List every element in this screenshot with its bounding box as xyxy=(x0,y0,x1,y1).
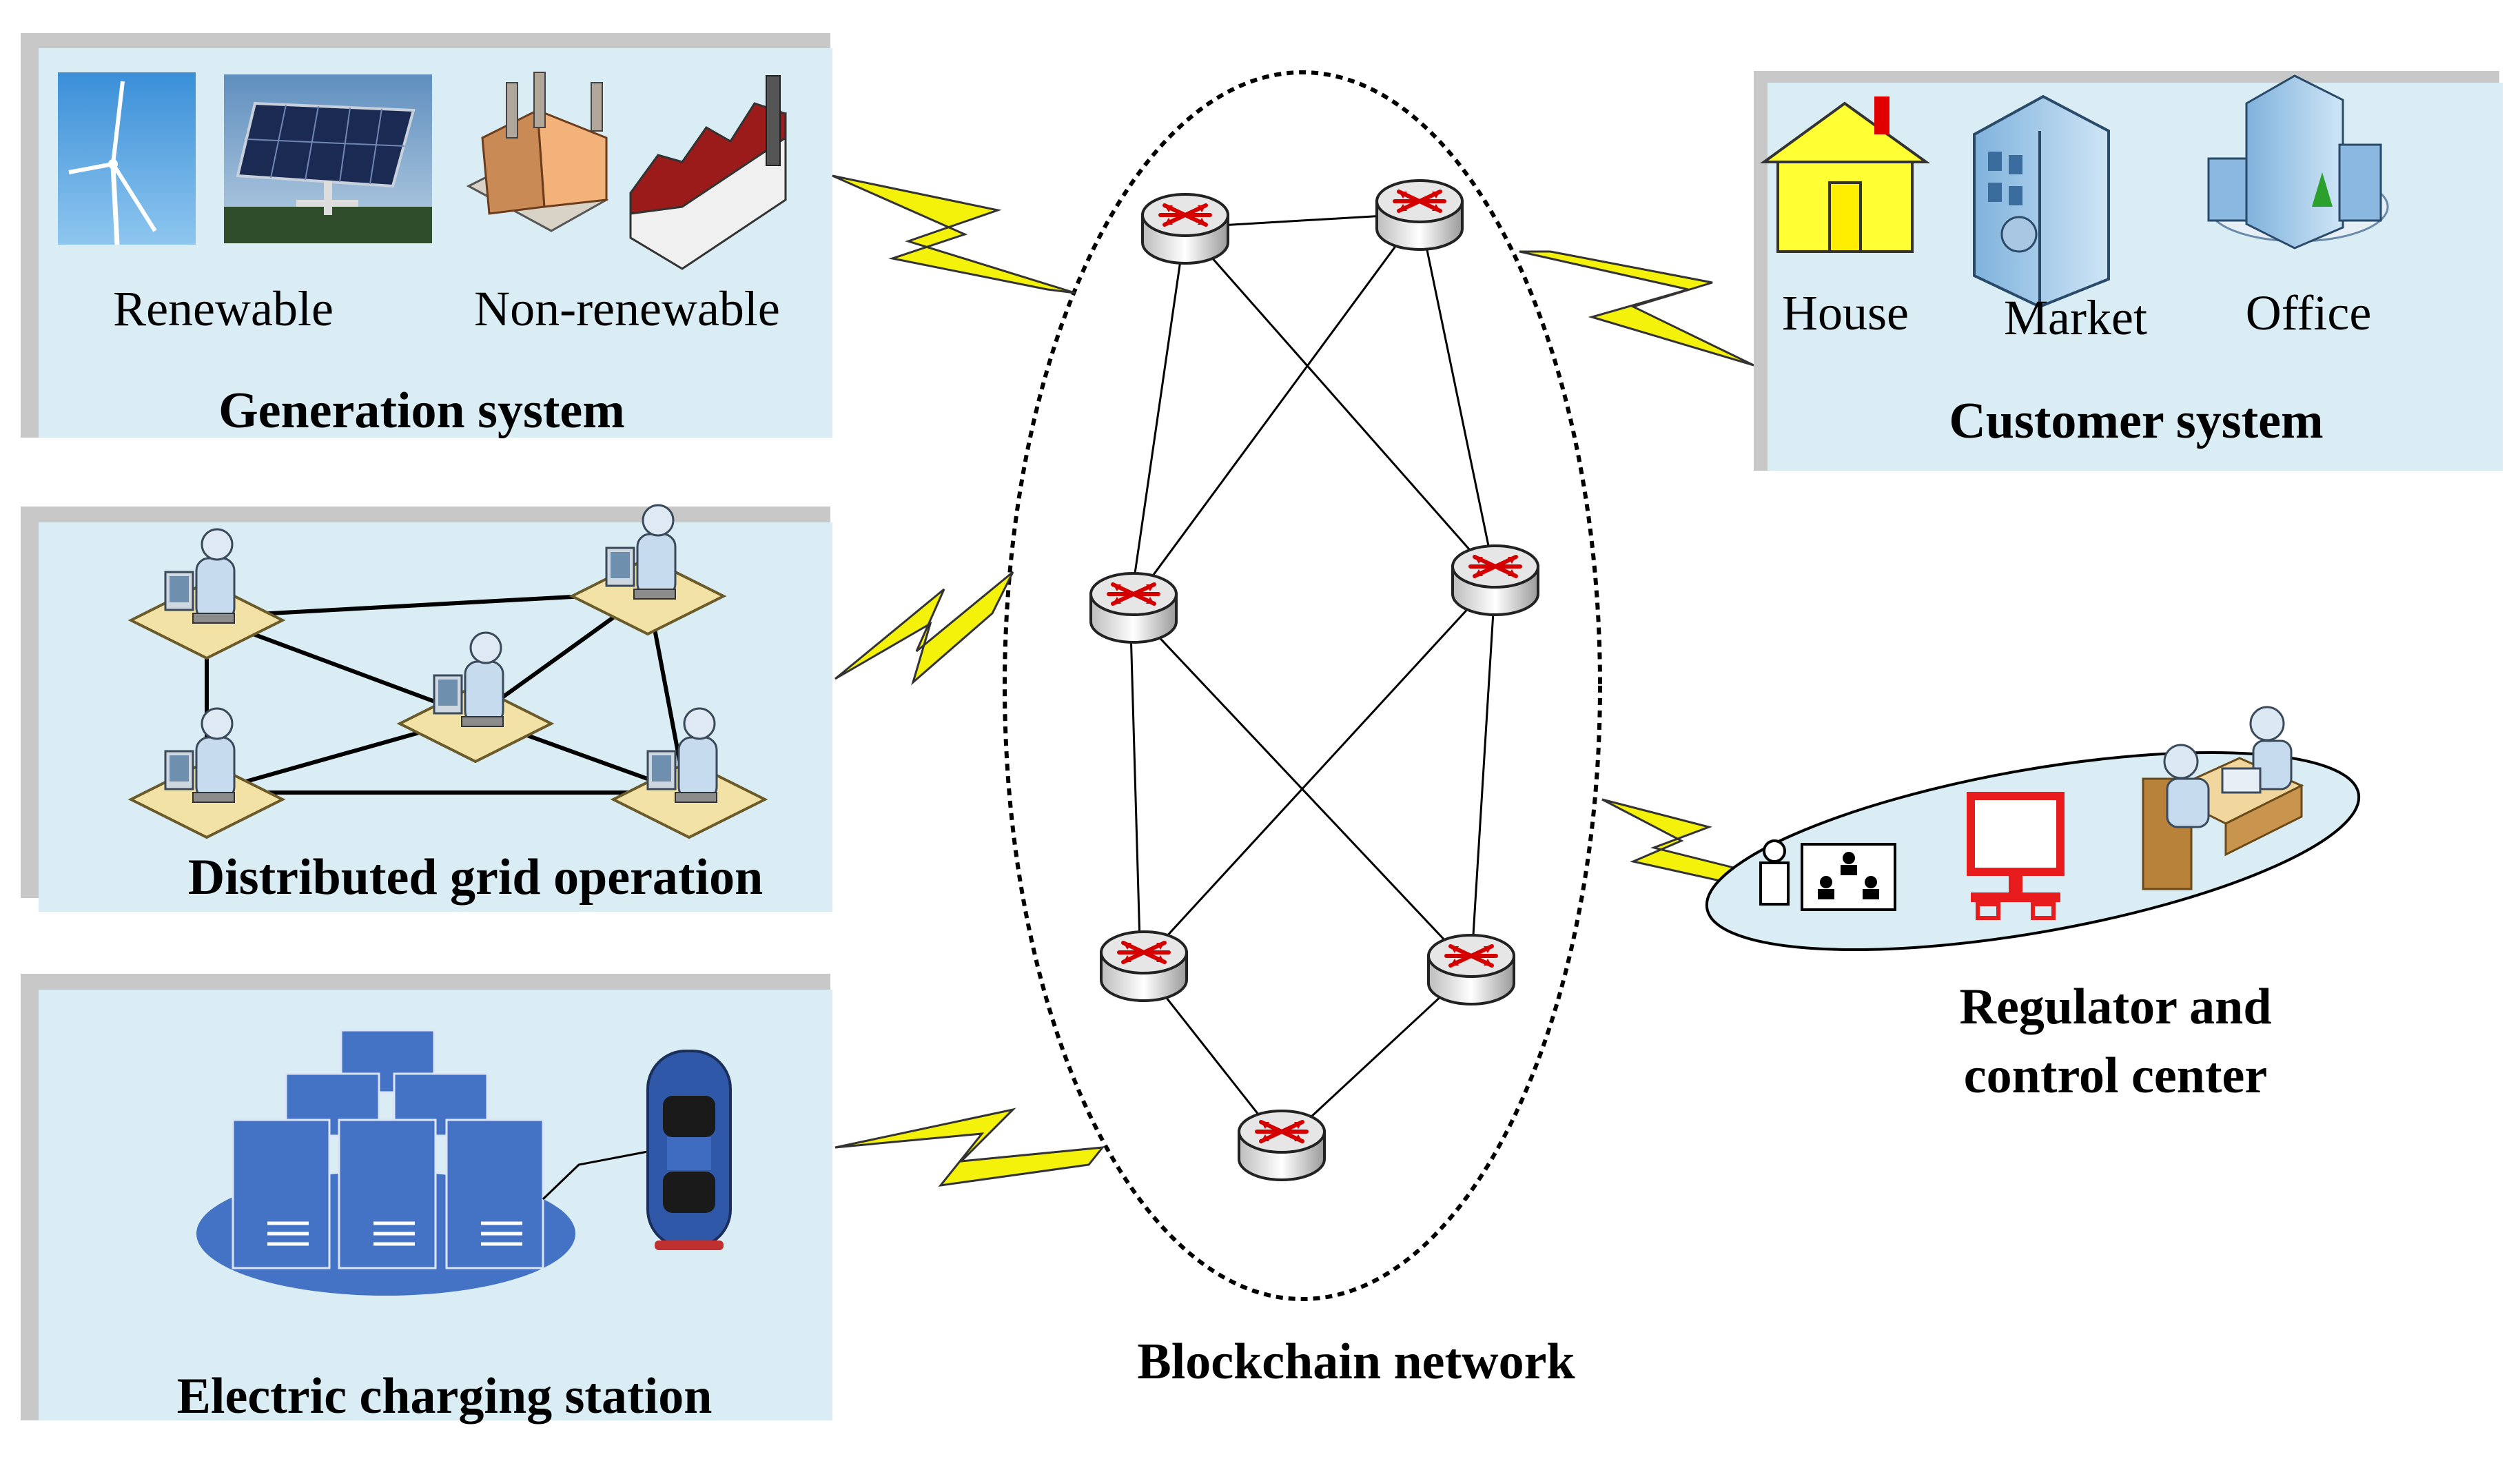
computer-icon xyxy=(1967,792,2065,920)
solar-panel-icon xyxy=(224,74,432,243)
blockchain-network: Blockchain network xyxy=(1003,70,1602,1390)
lightning-bolt-icon xyxy=(834,1107,1105,1187)
router-icon xyxy=(1143,194,1228,263)
generation-system-title: Generation system xyxy=(218,382,625,439)
blockchain-links xyxy=(1129,212,1497,1145)
customer-system-title: Customer system xyxy=(1949,393,2323,449)
router-icon xyxy=(1239,1111,1324,1180)
charging-station-icon xyxy=(196,1029,652,1296)
office-label: Office xyxy=(2246,285,2372,340)
blockchain-network-title: Blockchain network xyxy=(1137,1334,1575,1390)
generation-system-panel: Renewable Non-renewable Generation syste… xyxy=(21,33,832,439)
office-icon xyxy=(2207,74,2389,249)
market-icon xyxy=(1973,94,2110,309)
lightning-bolt-icon xyxy=(832,174,1076,294)
router-icon xyxy=(1453,546,1538,615)
charging-station-title: Electric charging station xyxy=(177,1368,713,1425)
lightning-bolt-icon xyxy=(1519,250,1754,367)
house-label: House xyxy=(1782,285,1909,340)
wind-turbine-icon xyxy=(58,72,196,245)
router-icon xyxy=(1101,932,1187,1001)
customer-system-panel: House Market Office Customer system xyxy=(1754,71,2503,471)
factory-icon xyxy=(466,72,787,270)
presentation-icon xyxy=(1759,839,1896,911)
renewable-label: Renewable xyxy=(113,281,334,336)
operator-desk-icon xyxy=(2142,706,2304,890)
distributed-grid-panel: Distributed grid operation xyxy=(21,504,832,912)
router-icon xyxy=(1091,573,1176,642)
router-icon xyxy=(1428,935,1514,1004)
house-icon xyxy=(1759,96,1931,253)
market-label: Market xyxy=(2004,290,2147,345)
charging-station-panel: Electric charging station xyxy=(21,974,832,1425)
distributed-grid-title: Distributed grid operation xyxy=(188,849,764,906)
blockchain-boundary xyxy=(1003,70,1602,1301)
router-icon xyxy=(1377,181,1462,249)
regulator-title-line1: Regulator and xyxy=(1960,979,2272,1035)
lightning-bolt-icon xyxy=(834,571,1014,686)
regulator-title-line2: control center xyxy=(1964,1048,2267,1104)
regulator-control-center: Regulator and control center xyxy=(1705,706,2361,1104)
electric-car-icon xyxy=(646,1050,732,1250)
non-renewable-label: Non-renewable xyxy=(474,281,780,336)
